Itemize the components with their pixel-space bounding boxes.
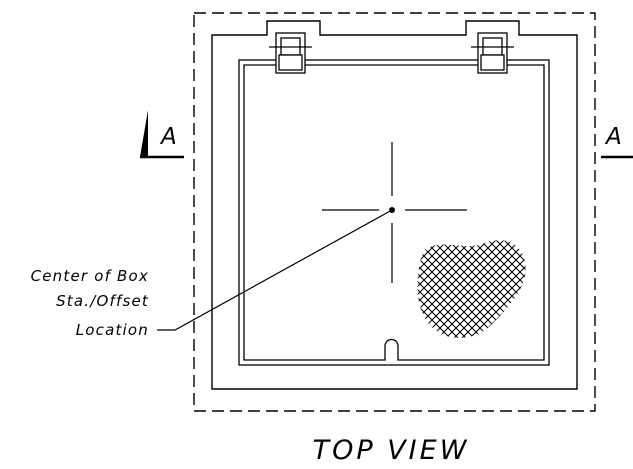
excavation-limit-dashed-outline (193, 12, 596, 412)
section-marker-left (140, 110, 184, 159)
section-label-left: A (159, 124, 177, 150)
left-hinge (269, 32, 312, 74)
callout-line-1: Center of Box (31, 267, 149, 285)
view-title: TOP VIEW (313, 435, 470, 466)
box-outer-outline (211, 20, 578, 390)
callout-line-2: Sta./Offset (56, 292, 149, 310)
cover-frame-outer (238, 59, 550, 366)
center-crosshair (322, 142, 467, 283)
callout-line-3: Location (76, 321, 149, 339)
section-label-right: A (604, 124, 622, 150)
callout-leader-line (157, 209, 393, 331)
right-hinge (471, 32, 514, 74)
